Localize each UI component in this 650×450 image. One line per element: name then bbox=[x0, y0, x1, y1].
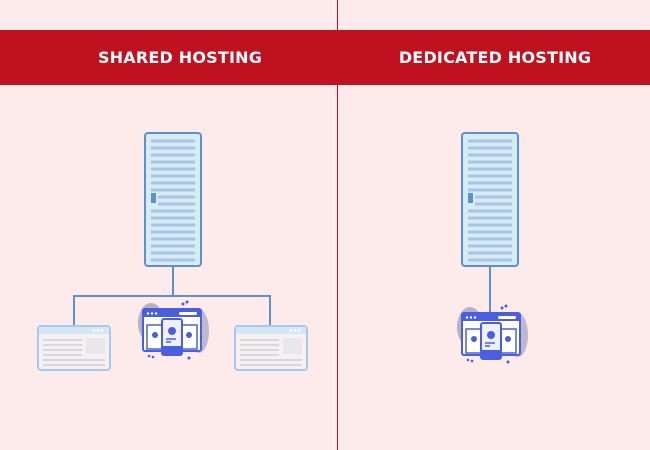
shared-connector-lines bbox=[73, 266, 271, 326]
center-divider bbox=[337, 0, 338, 450]
shared-website-left-icon bbox=[37, 325, 111, 371]
shared-hosting-title: SHARED HOSTING bbox=[97, 48, 263, 67]
header-band bbox=[0, 30, 650, 85]
shared-website-featured-icon bbox=[137, 299, 210, 361]
dedicated-hosting-title: DEDICATED HOSTING bbox=[398, 48, 592, 67]
dedicated-website-featured-icon bbox=[456, 303, 529, 365]
shared-website-right-icon bbox=[234, 325, 308, 371]
dedicated-server-icon bbox=[460, 131, 520, 268]
shared-server-icon bbox=[143, 131, 203, 268]
